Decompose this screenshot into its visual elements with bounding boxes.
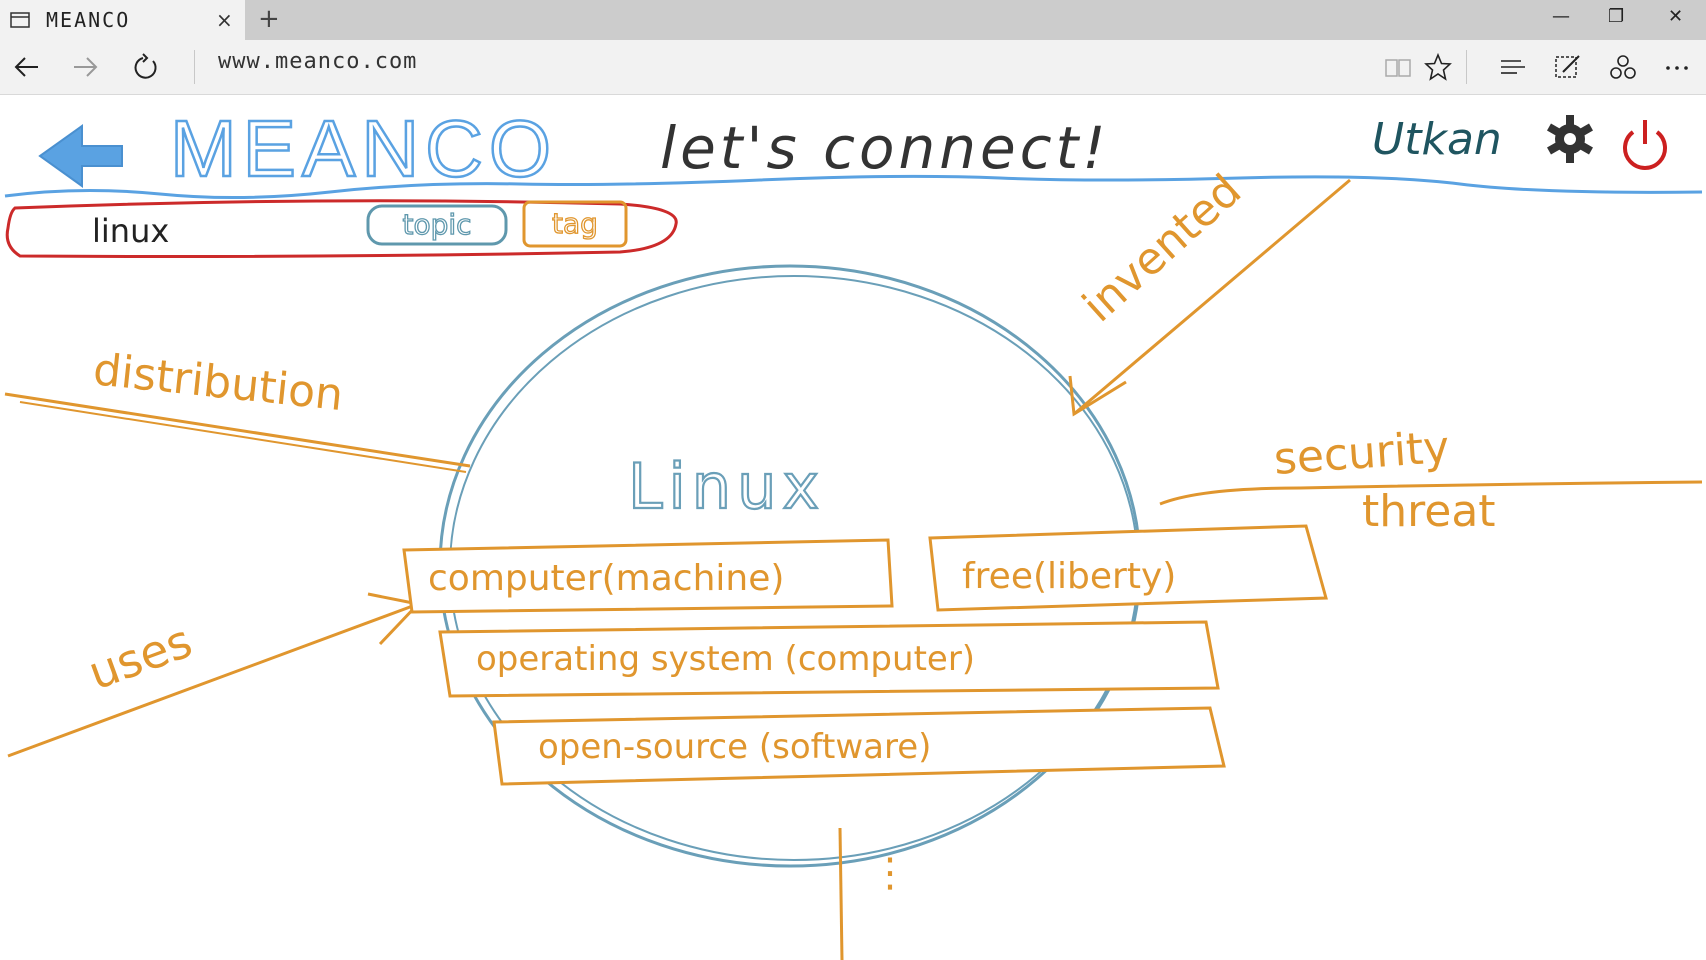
more-indicator[interactable]: ⋮ (870, 850, 910, 896)
tab-title: MEANCO (46, 8, 131, 32)
tagline: let's connect! (660, 114, 1110, 182)
search-input[interactable]: linux (92, 212, 169, 250)
topic-button[interactable]: topic (366, 204, 508, 246)
logo[interactable]: MEANCO (169, 103, 557, 195)
definition-operating-system-label: operating system (computer) (476, 639, 975, 679)
tag-button[interactable]: tag (522, 200, 628, 248)
header-divider (4, 174, 1703, 200)
page-content: MEANCO let's connect! Utkan linux (0, 96, 1706, 960)
relation-distribution[interactable]: distribution (4, 344, 471, 473)
topic-label: topic (402, 208, 471, 241)
search-field[interactable]: linux (5, 199, 678, 258)
definition-free-label: free(liberty) (962, 556, 1176, 597)
definition-open-source-label: open-source (software) (538, 727, 931, 767)
relation-invented[interactable]: invented (1068, 165, 1351, 417)
separator (1466, 50, 1467, 84)
hub-icon[interactable] (1498, 52, 1528, 82)
sketch-canvas: MEANCO let's connect! Utkan linux (4, 103, 1703, 960)
relation-uses[interactable]: uses (7, 592, 421, 758)
share-icon[interactable] (1608, 52, 1638, 82)
new-tab-button[interactable]: + (258, 4, 280, 34)
tag-label: tag (552, 207, 598, 240)
definition-computer[interactable]: computer(machine) (402, 538, 894, 614)
relation-distribution-label: distribution (91, 344, 346, 421)
definition-computer-label: computer(machine) (428, 558, 784, 599)
relation-invented-label: invented (1073, 165, 1251, 332)
continuation-line (838, 827, 844, 960)
window-close-button[interactable]: ✕ (1668, 6, 1684, 27)
refresh-icon[interactable] (131, 52, 161, 82)
tab-close-icon[interactable]: × (216, 8, 233, 32)
more-icon[interactable] (1662, 52, 1692, 82)
page-icon (10, 12, 30, 28)
big-back-arrow-icon[interactable] (38, 124, 123, 188)
pen-note-icon[interactable] (1553, 52, 1583, 82)
power-icon[interactable] (1623, 120, 1667, 170)
relation-security-label: security (1272, 422, 1451, 485)
definition-free[interactable]: free(liberty) (928, 524, 1328, 612)
linux-node-label: Linux (628, 450, 825, 523)
book-icon[interactable] (1383, 52, 1413, 82)
tab-bar: MEANCO × + — ❐ ✕ (0, 0, 1706, 40)
forward-arrow-icon[interactable] (70, 52, 100, 82)
definition-open-source[interactable]: open-source (software) (492, 706, 1226, 786)
restore-button[interactable]: ❐ (1608, 6, 1625, 27)
navigation-bar: www.meanco.com (0, 40, 1706, 95)
browser-tab[interactable]: MEANCO × (0, 0, 245, 40)
address-bar[interactable]: www.meanco.com (218, 49, 418, 74)
relation-uses-label: uses (81, 614, 199, 701)
star-icon[interactable] (1423, 52, 1453, 82)
minimize-button[interactable]: — (1552, 6, 1570, 27)
gear-icon[interactable] (1547, 115, 1593, 163)
relation-security-threat[interactable]: security threat (1159, 422, 1703, 537)
definition-operating-system[interactable]: operating system (computer) (438, 620, 1220, 698)
separator (194, 50, 195, 84)
back-arrow-icon[interactable] (12, 52, 42, 82)
username[interactable]: Utkan (1372, 114, 1502, 165)
relation-threat-label: threat (1362, 486, 1496, 537)
